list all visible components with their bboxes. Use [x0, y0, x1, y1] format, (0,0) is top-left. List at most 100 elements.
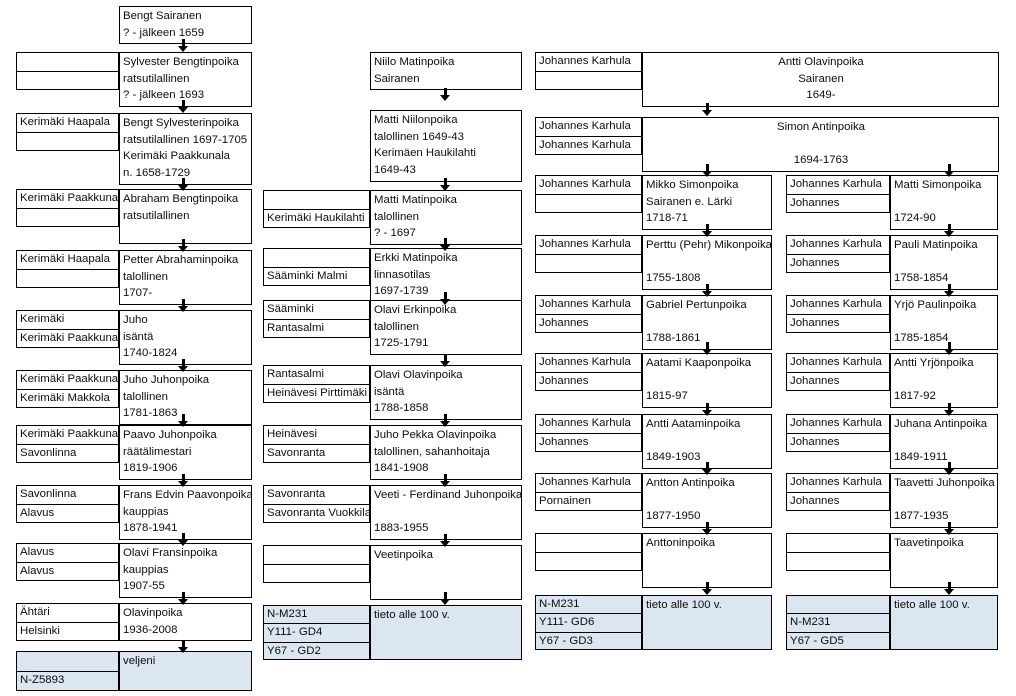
- node-place-line: Alavus: [16, 543, 119, 562]
- node-place-line: [263, 545, 370, 564]
- node-text-line: 1725-1791: [374, 337, 429, 350]
- lineage-arrow-icon: [440, 238, 451, 251]
- node-place-line: [535, 254, 642, 273]
- node-text-line: Kerimäki Paakkunala: [123, 150, 230, 163]
- node-place-line: Johannes Karhula: [535, 473, 642, 492]
- node-text-line: linnasotilas: [374, 268, 431, 281]
- node-text-line: 1936-2008: [123, 623, 178, 636]
- node-text-line: kauppias: [123, 563, 169, 576]
- node-place-stub: Kerimäki Haapala: [16, 250, 119, 305]
- node-text-line: Simon Antinpoika: [776, 121, 865, 133]
- node-place-line: Johannes Karhula: [786, 473, 890, 492]
- node-place-line: N-Z5893: [16, 671, 119, 691]
- node-text-line: Paavo Juhonpoika: [123, 429, 217, 441]
- lineage-arrow-icon: [702, 284, 713, 297]
- node-text-line: 1883-1955: [374, 522, 429, 535]
- node-text-line: 1718-71: [646, 212, 688, 225]
- node-text-line: ? - jälkeen 1693: [123, 89, 205, 102]
- node-text-line: Mikko Simonpoika: [646, 179, 739, 191]
- lineage-arrow-icon: [944, 284, 955, 297]
- node-text-line: [646, 136, 996, 153]
- node-place-line: [263, 248, 370, 267]
- lineage-arrow-icon: [944, 522, 955, 535]
- node-text-line: Bengt Sairanen: [123, 10, 202, 22]
- node-text-line: 1788-1858: [374, 402, 429, 415]
- node-place-line: [535, 533, 642, 552]
- node-person-box: veljeni: [119, 651, 252, 691]
- node-text-line: Veetinpoika: [374, 549, 433, 561]
- node-text-line: [894, 372, 995, 389]
- node-text-line: [646, 433, 769, 450]
- node-place-line: Johannes Karhula: [535, 136, 642, 155]
- lineage-arrow-icon: [178, 39, 189, 52]
- lineage-arrow-icon: [702, 582, 713, 595]
- node-text-line: Matti Niilonpoika: [374, 114, 458, 126]
- node-text-line: Erkki Matinpoika: [374, 252, 458, 264]
- node-place-line: Johannes: [535, 314, 642, 333]
- node-text-line: talollinen: [123, 390, 168, 403]
- node-person-box: Anttoninpoika: [642, 533, 772, 588]
- node-stub-spacer: [263, 110, 370, 182]
- node-person-box: Bengt Sairanen ? - jälkeen 1659: [119, 6, 252, 44]
- node-text-line: ? - jälkeen 1659: [123, 26, 205, 39]
- lineage-arrow-icon: [944, 224, 955, 237]
- node-text-line: talollinen, sahanhoitaja: [374, 445, 490, 458]
- node-text-line: isäntä: [374, 385, 405, 398]
- node-text-line: 1649-: [806, 89, 836, 102]
- lineage-arrow-icon: [944, 403, 955, 416]
- node-text-line: 1819-1906: [123, 462, 178, 475]
- node-text-line: ratsutilallinen 1697-1705: [123, 133, 248, 146]
- node-text-line: Olavi Fransinpoika: [123, 547, 218, 559]
- person-node: Taavetinpoika: [786, 533, 998, 588]
- node-person-box: tieto alle 100 v.: [642, 595, 772, 650]
- node-text-line: Aatami Kaaponpoika: [646, 357, 752, 369]
- lineage-arrow-icon: [702, 342, 713, 355]
- node-text-line: Antti Aataminpoika: [646, 418, 741, 430]
- node-text-line: Taavetinpoika: [894, 537, 964, 549]
- node-text-line: Sairanen: [798, 72, 844, 85]
- node-person-box: tieto alle 100 v.: [890, 595, 998, 650]
- node-text-line: Perttu (Pehr) Mikonpoika: [646, 239, 772, 251]
- node-text-line: 1878-1941: [123, 522, 178, 535]
- node-text-line: [894, 314, 995, 331]
- node-text-line: Juho Pekka Olavinpoika: [374, 429, 497, 441]
- node-place-line: Savonranta: [263, 485, 370, 504]
- node-place-stub: Johannes Karhula: [535, 235, 642, 290]
- node-place-line: Heinävesi: [263, 425, 370, 444]
- node-place-line: Rantasalmi: [263, 365, 370, 384]
- lineage-arrow-icon: [440, 414, 451, 427]
- node-place-stub: [786, 533, 890, 588]
- node-place-line: Johannes Karhula: [535, 52, 642, 71]
- lineage-arrow-icon: [178, 239, 189, 252]
- node-text-line: [894, 194, 995, 211]
- node-text-line: [894, 433, 995, 450]
